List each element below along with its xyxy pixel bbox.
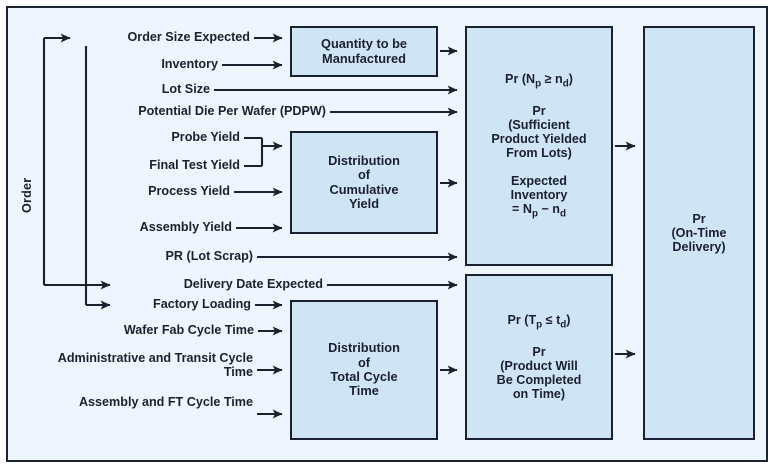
box-suffprod-l7-sub1: p <box>531 208 538 220</box>
box-suffprod-l3: Product Yielded <box>491 131 587 146</box>
box-completed-l3: Be Completed <box>496 372 582 387</box>
input-label-probe-yield: Probe Yield <box>171 130 240 144</box>
box-suffprod-l7: = Np − nd <box>512 202 566 220</box>
input-label-lot-size: Lot Size <box>161 82 210 96</box>
input-label-process-yield: Process Yield <box>148 184 230 198</box>
box-quantity-to-be-manufactured[interactable]: Quantity to be Manufactured <box>290 26 438 77</box>
box-cumyield-line2: of <box>357 167 371 183</box>
box-cycletime-line1: Distribution <box>328 340 400 356</box>
input-label-pr-lot-scrap: PR (Lot Scrap) <box>165 249 253 263</box>
box-completed-formula-mid: ≤ t <box>542 313 561 327</box>
box-completed-formula-post: ) <box>566 313 571 327</box>
input-label-order-size-expected: Order Size Expected <box>127 30 251 44</box>
box-suffprod-l4: From Lots) <box>506 146 572 160</box>
box-suffprod-l2: (Sufficient <box>508 117 570 132</box>
box-completed-formula-sub1: p <box>536 319 543 331</box>
box-on-time-delivery[interactable]: Pr (On-Time Delivery) <box>643 26 755 440</box>
input-label-admin-transit-cycle-time: Administrative and Transit Cycle Time <box>57 351 253 379</box>
box-quantity-line1: Quantity to be <box>320 36 408 52</box>
box-suffprod-l7-sub2: d <box>560 208 566 220</box>
box-suffprod-formula-sub1: p <box>535 78 542 90</box>
box-suffprod-l6: Inventory <box>510 188 568 203</box>
box-suffprod-formula-sub2: d <box>562 78 569 90</box>
input-label-factory-loading: Factory Loading <box>153 297 251 311</box>
box-completed-l2: (Product Will <box>500 358 578 373</box>
box-suffprod-l1: Pr <box>532 103 546 118</box>
input-label-delivery-date-expected: Delivery Date Expected <box>183 277 323 291</box>
box-completed-formula-sub2: d <box>560 319 567 331</box>
box-completed-formula-pre: Pr (T <box>507 313 537 327</box>
box-ontime-l3: Delivery) <box>672 240 726 255</box>
box-completed-formula: Pr (Tp ≤ td) <box>507 313 571 331</box>
box-suffprod-l5: Expected <box>511 174 567 189</box>
input-label-assembly-ft-cycle-time: Assembly and FT Cycle Time <box>78 395 253 409</box>
box-completed-l4: on Time) <box>512 386 566 401</box>
box-distribution-cumulative-yield[interactable]: Distribution of Cumulative Yield <box>290 131 438 234</box>
box-completed-l1: Pr <box>532 344 546 359</box>
box-cumyield-line3: Cumulative <box>329 181 399 197</box>
input-label-assembly-yield: Assembly Yield <box>139 220 232 234</box>
box-ontime-l1: Pr <box>692 211 706 226</box>
box-suffprod-l7-mid: − n <box>537 202 560 217</box>
order-label: Order <box>20 177 34 213</box>
box-cycletime-line2: of <box>357 354 371 370</box>
input-label-inventory: Inventory <box>161 57 218 71</box>
box-sufficient-product-yielded[interactable]: Pr (Np ≥ nd) Pr (Sufficient Product Yiel… <box>465 26 613 266</box>
box-cumyield-line1: Distribution <box>328 152 400 168</box>
box-suffprod-formula-post: ) <box>568 72 573 87</box>
box-quantity-line2: Manufactured <box>322 50 406 66</box>
box-cycletime-line4: Time <box>349 383 379 399</box>
box-ontime-l2: (On-Time <box>671 225 727 240</box>
input-label-potential-die-per-wafer: Potential Die Per Wafer (PDPW) <box>138 104 326 118</box>
box-suffprod-formula-mid: ≥ n <box>541 72 563 87</box>
box-cycletime-line3: Total Cycle <box>330 369 398 384</box>
input-label-wafer-fab-cycle-time: Wafer Fab Cycle Time <box>123 323 254 337</box>
box-cumyield-line4: Yield <box>348 195 380 211</box>
box-product-completed-on-time[interactable]: Pr (Tp ≤ td) Pr (Product Will Be Complet… <box>465 274 613 440</box>
box-suffprod-l7-pre: = N <box>512 202 532 217</box>
box-suffprod-formula-pre: Pr (N <box>505 72 536 87</box>
box-distribution-total-cycle-time[interactable]: Distribution of Total Cycle Time <box>290 300 438 440</box>
box-suffprod-formula: Pr (Np ≥ nd) <box>505 72 573 90</box>
input-label-final-test-yield: Final Test Yield <box>149 158 240 172</box>
